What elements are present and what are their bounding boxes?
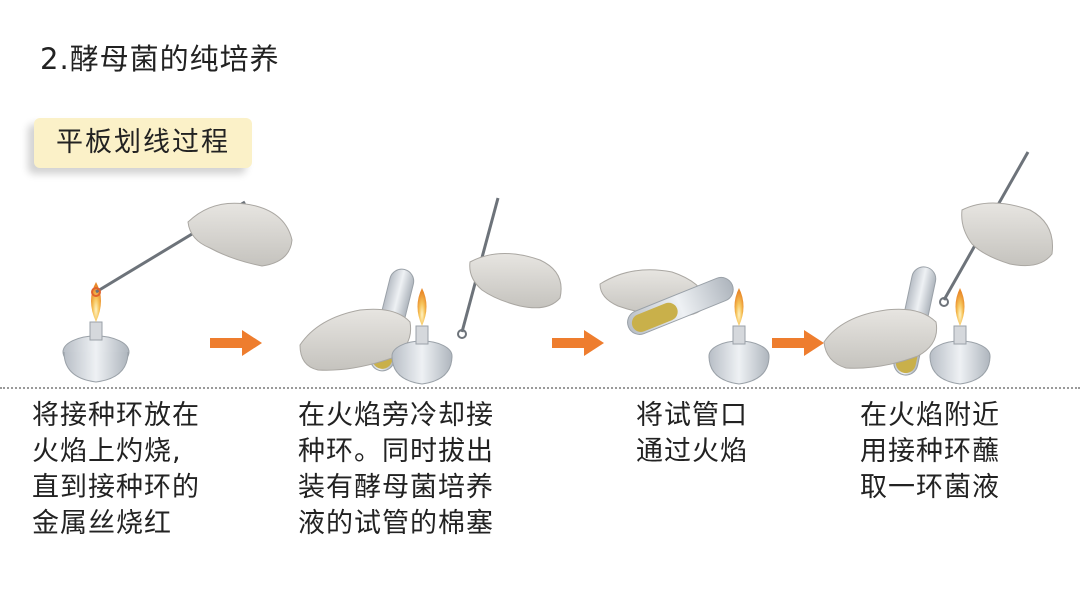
step-2-caption: 在火焰旁冷却接 种环。同时拔出 装有酵母菌培养 液的试管的棉塞 [298, 398, 494, 542]
arrow-1 [210, 330, 262, 356]
flame-3 [735, 288, 744, 326]
flame-2 [418, 288, 427, 326]
step4-illustration [824, 152, 1053, 384]
hand-2b [470, 253, 561, 307]
flame-4 [956, 288, 965, 326]
step1-illustration [63, 202, 292, 382]
alcohol-lamp-3 [709, 326, 769, 384]
dotted-baseline [0, 387, 1080, 389]
alcohol-lamp-1 [63, 322, 129, 382]
hand-4a [824, 309, 937, 368]
step-3-caption: 将试管口 通过火焰 [636, 398, 748, 470]
step-1-caption: 将接种环放在 火焰上灼烧, 直到接种环的 金属丝烧红 [32, 398, 200, 542]
step2-illustration [300, 198, 561, 384]
arrow-3 [772, 330, 824, 356]
step-4-caption: 在火焰附近 用接种环蘸 取一环菌液 [860, 398, 1000, 506]
step3-illustration [600, 270, 769, 384]
arrow-2 [552, 330, 604, 356]
hand-4b [962, 203, 1053, 266]
alcohol-lamp-4 [930, 326, 990, 384]
hand-1 [188, 203, 292, 266]
